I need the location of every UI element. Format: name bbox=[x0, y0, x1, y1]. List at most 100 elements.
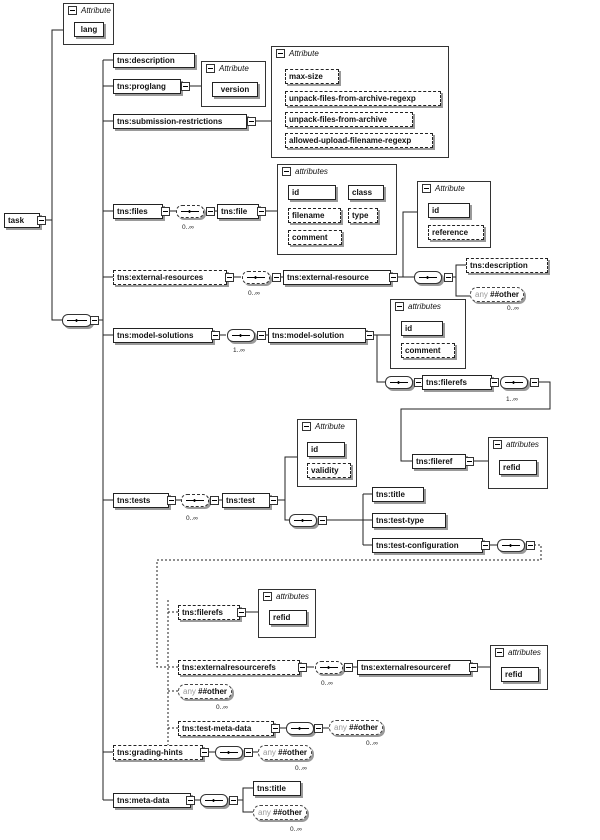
sequence-compositor[interactable] bbox=[315, 661, 343, 674]
element-filerefs[interactable]: tns:filerefs bbox=[422, 375, 492, 390]
attribute-refid[interactable]: refid bbox=[501, 667, 539, 682]
sequence-compositor[interactable] bbox=[289, 514, 317, 527]
wildcard-any-other[interactable]: any ##other bbox=[178, 684, 233, 699]
attribute-filename[interactable]: filename bbox=[288, 208, 341, 223]
sequence-compositor[interactable] bbox=[62, 314, 92, 327]
attribute-unpack-files-from-archive-regexp[interactable]: unpack-files-from-archive-regexp bbox=[285, 91, 441, 106]
collapse-icon[interactable] bbox=[495, 648, 504, 658]
element-externalresourceref[interactable]: tns:externalresourceref bbox=[357, 660, 471, 675]
attribute-id[interactable]: id bbox=[288, 185, 336, 200]
wildcard-any-other[interactable]: any ##other bbox=[470, 287, 525, 302]
sequence-compositor[interactable] bbox=[385, 376, 413, 389]
collapse-icon[interactable] bbox=[186, 796, 195, 805]
collapse-icon[interactable] bbox=[161, 207, 170, 216]
collapse-icon[interactable] bbox=[244, 748, 253, 757]
element-external-resources[interactable]: tns:external-resources bbox=[113, 270, 227, 285]
sequence-compositor[interactable] bbox=[497, 539, 525, 552]
collapse-icon[interactable] bbox=[206, 207, 215, 216]
attribute-comment[interactable]: comment bbox=[401, 343, 455, 358]
collapse-icon[interactable] bbox=[167, 496, 176, 505]
root-element-task[interactable]: task bbox=[4, 213, 40, 228]
collapse-icon[interactable] bbox=[365, 331, 374, 340]
attribute-allowed-upload-filename-regexp[interactable]: allowed-upload-filename-regexp bbox=[285, 133, 433, 148]
collapse-icon[interactable] bbox=[490, 378, 499, 387]
element-submission-restrictions[interactable]: tns:submission-restrictions bbox=[113, 114, 247, 129]
collapse-icon[interactable] bbox=[444, 273, 453, 282]
collapse-icon[interactable] bbox=[314, 724, 323, 733]
attribute-id[interactable]: id bbox=[428, 203, 470, 218]
sequence-compositor[interactable] bbox=[215, 746, 243, 759]
collapse-icon[interactable] bbox=[211, 331, 220, 340]
attribute-max-size[interactable]: max-size bbox=[285, 69, 339, 84]
element-test-type[interactable]: tns:test-type bbox=[372, 513, 446, 528]
attribute-version[interactable]: version bbox=[212, 82, 258, 97]
element-files[interactable]: tns:files bbox=[113, 204, 163, 219]
collapse-icon[interactable] bbox=[210, 496, 219, 505]
wildcard-any-other[interactable]: any ##other bbox=[329, 720, 384, 735]
element-tc-filerefs[interactable]: tns:filerefs bbox=[178, 605, 240, 620]
attribute-validity[interactable]: validity bbox=[307, 463, 351, 478]
attribute-class[interactable]: class bbox=[348, 185, 384, 200]
collapse-icon[interactable] bbox=[269, 496, 278, 505]
collapse-icon[interactable] bbox=[276, 49, 285, 59]
collapse-icon[interactable] bbox=[37, 216, 46, 225]
collapse-icon[interactable] bbox=[298, 663, 307, 672]
collapse-icon[interactable] bbox=[465, 457, 474, 466]
element-proglang[interactable]: tns:proglang bbox=[113, 79, 181, 94]
collapse-icon[interactable] bbox=[263, 592, 272, 602]
collapse-icon[interactable] bbox=[344, 663, 353, 672]
element-model-solutions[interactable]: tns:model-solutions bbox=[113, 328, 213, 343]
attribute-reference[interactable]: reference bbox=[428, 225, 484, 240]
collapse-icon[interactable] bbox=[206, 64, 215, 74]
wildcard-any-other[interactable]: any ##other bbox=[253, 805, 308, 820]
collapse-icon[interactable] bbox=[422, 184, 431, 194]
sequence-compositor[interactable] bbox=[500, 376, 528, 389]
element-model-solution[interactable]: tns:model-solution bbox=[268, 328, 366, 343]
attribute-lang[interactable]: lang bbox=[74, 22, 104, 37]
element-description[interactable]: tns:description bbox=[113, 53, 195, 68]
collapse-icon[interactable] bbox=[469, 663, 478, 672]
sequence-compositor[interactable] bbox=[414, 271, 442, 284]
sequence-compositor[interactable] bbox=[286, 722, 314, 735]
collapse-icon[interactable] bbox=[237, 608, 246, 617]
collapse-icon[interactable] bbox=[302, 422, 311, 432]
collapse-icon[interactable] bbox=[247, 117, 256, 126]
element-grading-hints[interactable]: tns:grading-hints bbox=[113, 745, 203, 760]
collapse-icon[interactable] bbox=[271, 724, 280, 733]
element-test[interactable]: tns:test bbox=[222, 493, 270, 508]
sequence-compositor[interactable] bbox=[176, 205, 204, 218]
collapse-icon[interactable] bbox=[272, 273, 281, 282]
wildcard-any-other[interactable]: any ##other bbox=[258, 745, 313, 760]
collapse-icon[interactable] bbox=[225, 273, 234, 282]
attribute-id[interactable]: id bbox=[401, 321, 443, 336]
collapse-icon[interactable] bbox=[68, 6, 77, 16]
element-external-resource[interactable]: tns:external-resource bbox=[283, 270, 391, 285]
collapse-icon[interactable] bbox=[229, 796, 238, 805]
element-fileref[interactable]: tns:fileref bbox=[412, 454, 466, 469]
attribute-id[interactable]: id bbox=[307, 442, 345, 457]
sequence-compositor[interactable] bbox=[242, 271, 270, 284]
collapse-icon[interactable] bbox=[90, 316, 99, 325]
attribute-type[interactable]: type bbox=[348, 208, 378, 223]
sequence-compositor[interactable] bbox=[181, 494, 209, 507]
collapse-icon[interactable] bbox=[318, 516, 327, 525]
collapse-icon[interactable] bbox=[257, 207, 266, 216]
element-title[interactable]: tns:title bbox=[372, 487, 424, 502]
collapse-icon[interactable] bbox=[481, 541, 490, 550]
collapse-icon[interactable] bbox=[389, 273, 398, 282]
collapse-icon[interactable] bbox=[181, 82, 190, 91]
attribute-refid[interactable]: refid bbox=[269, 610, 307, 625]
element-test-configuration[interactable]: tns:test-configuration bbox=[372, 538, 483, 553]
element-externalresourcerefs[interactable]: tns:externalresourcerefs bbox=[178, 660, 300, 675]
collapse-icon[interactable] bbox=[282, 167, 291, 177]
element-er-description[interactable]: tns:description bbox=[466, 258, 548, 273]
element-tests[interactable]: tns:tests bbox=[113, 493, 169, 508]
collapse-icon[interactable] bbox=[395, 302, 404, 312]
attribute-comment[interactable]: comment bbox=[288, 230, 342, 245]
element-meta-data[interactable]: tns:meta-data bbox=[113, 793, 191, 808]
sequence-compositor[interactable] bbox=[200, 794, 228, 807]
collapse-icon[interactable] bbox=[526, 541, 535, 550]
attribute-unpack-files-from-archive[interactable]: unpack-files-from-archive bbox=[285, 112, 413, 127]
attribute-refid[interactable]: refid bbox=[499, 460, 537, 475]
collapse-icon[interactable] bbox=[493, 440, 502, 450]
